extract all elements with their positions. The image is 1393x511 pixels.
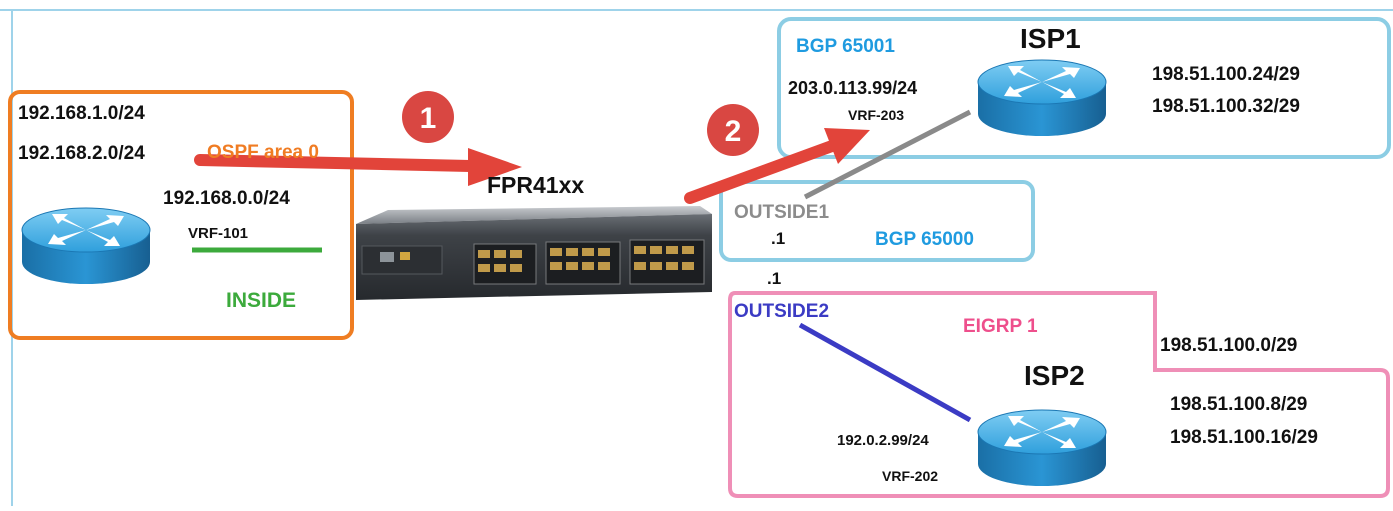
bgp-65000-label: BGP 65000	[875, 229, 974, 250]
outside2-ip-label: .1	[767, 269, 781, 288]
bgp65000-zone-box	[719, 180, 1035, 262]
outside2-interface-label: OUTSIDE2	[734, 301, 829, 322]
isp1-network-2-label: 198.51.100.32/29	[1152, 96, 1300, 117]
step-badge-1	[402, 91, 454, 143]
outside1-interface-label: OUTSIDE1	[734, 202, 829, 223]
inside-vrf-label: VRF-101	[188, 225, 248, 242]
ospf-area-label: OSPF area 0	[207, 142, 319, 163]
isp1-title: ISP1	[1020, 23, 1081, 54]
isp1-vrf-label: VRF-203	[848, 107, 904, 123]
inside-network-2-label: 192.168.2.0/24	[18, 143, 145, 164]
step-badge-2-label: 2	[725, 115, 742, 148]
isp2-zone-box	[728, 291, 1390, 498]
inside-interface-label: INSIDE	[226, 289, 296, 312]
isp2-network-1-label: 198.51.100.8/29	[1170, 394, 1307, 415]
inside-router-icon	[21, 207, 151, 285]
isp2-vrf-label: VRF-202	[882, 468, 938, 484]
isp1-ip-label: 203.0.113.99/24	[788, 78, 917, 98]
inside-network-1-label: 192.168.1.0/24	[18, 103, 145, 124]
isp2-network-0-label: 198.51.100.0/29	[1160, 335, 1297, 356]
flow-arrow-1	[194, 148, 522, 186]
eigrp-label: EIGRP 1	[963, 316, 1038, 337]
outside1-ip-label: .1	[771, 229, 785, 248]
isp2-ip-label: 192.0.2.99/24	[837, 432, 929, 449]
firewall-device-label: FPR41xx	[487, 172, 584, 198]
outside2-link	[798, 322, 972, 423]
step-badge-2	[707, 104, 759, 156]
inside-zone-box	[8, 90, 354, 340]
isp2-router-icon	[977, 409, 1107, 487]
bgp-65001-label: BGP 65001	[796, 36, 895, 57]
step-badge-1-label: 1	[420, 102, 437, 135]
outside1-link	[803, 109, 972, 200]
isp2-title: ISP2	[1024, 360, 1085, 391]
inside-network-0-label: 192.168.0.0/24	[163, 188, 290, 209]
isp1-router-icon	[977, 59, 1107, 137]
isp1-network-1-label: 198.51.100.24/29	[1152, 64, 1300, 85]
flow-arrow-2	[684, 128, 870, 204]
firewall-appliance-icon	[356, 206, 712, 300]
isp1-zone-box	[777, 17, 1391, 159]
isp2-network-2-label: 198.51.100.16/29	[1170, 427, 1318, 448]
